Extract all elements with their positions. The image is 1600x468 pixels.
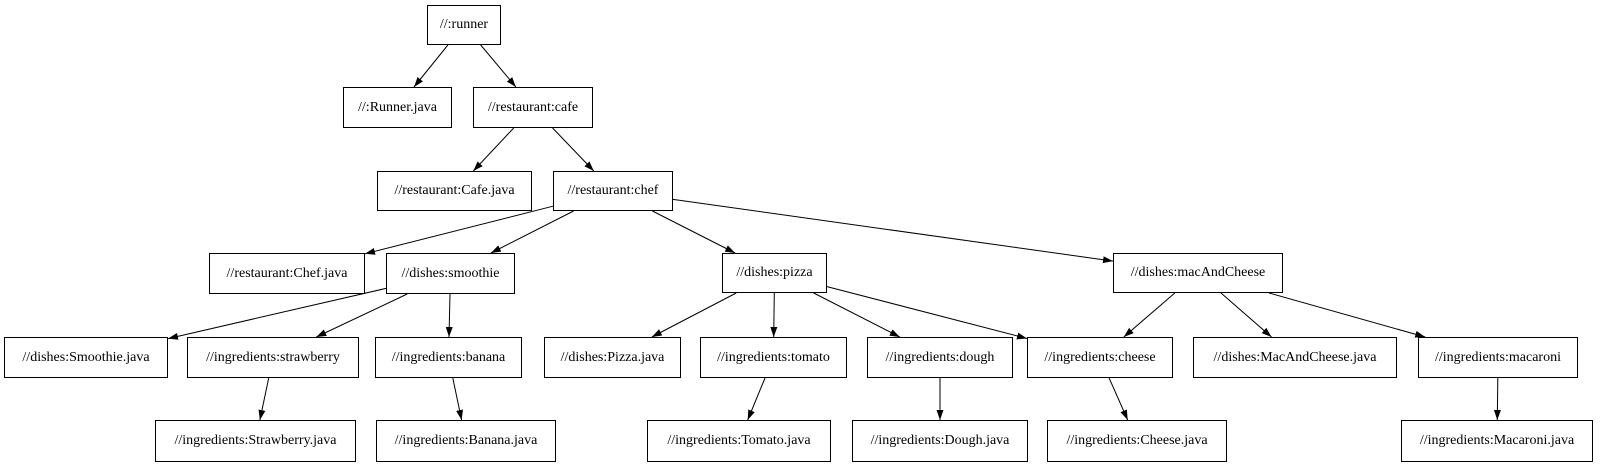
node-label: //:Runner.java xyxy=(358,99,437,115)
node-tomato-java: //ingredients:Tomato.java xyxy=(647,420,831,462)
node-label: //dishes:Smoothie.java xyxy=(22,349,150,365)
node-label: //dishes:Pizza.java xyxy=(560,349,665,365)
node-macaroni-java: //ingredients:Macaroni.java xyxy=(1401,420,1593,462)
node-runner-java: //:Runner.java xyxy=(343,87,452,128)
node-cafe: //restaurant:cafe xyxy=(473,87,593,128)
node-label: //ingredients:cheese xyxy=(1044,349,1156,365)
node-tomato: //ingredients:tomato xyxy=(700,337,847,378)
edge-chef-to-pizza xyxy=(652,210,736,254)
edge-tomato-to-tomato-java xyxy=(747,377,766,421)
node-label: //ingredients:strawberry xyxy=(206,349,340,365)
edge-smoothie-to-strawberry xyxy=(316,293,408,338)
node-strawberry-java: //ingredients:Strawberry.java xyxy=(155,420,356,462)
node-label: //ingredients:Cheese.java xyxy=(1066,433,1208,448)
node-label: //ingredients:Strawberry.java xyxy=(174,433,337,448)
node-label: //:runner xyxy=(439,17,489,32)
node-label: //dishes:macAndCheese xyxy=(1130,265,1266,280)
node-banana: //ingredients:banana xyxy=(375,337,522,378)
edge-pizza-to-pizza-java xyxy=(651,292,737,338)
node-cafe-java: //restaurant:Cafe.java xyxy=(377,171,532,211)
node-label: //ingredients:dough xyxy=(885,349,995,365)
node-pizza: //dishes:pizza xyxy=(722,253,827,293)
node-label: //restaurant:Cafe.java xyxy=(394,183,515,198)
node-label: //ingredients:macaroni xyxy=(1435,349,1561,365)
node-label: //ingredients:Tomato.java xyxy=(667,433,811,448)
edge-chef-to-mac-and-cheese xyxy=(672,198,1114,264)
node-label: //restaurant:chef xyxy=(567,183,659,198)
node-label: //restaurant:Chef.java xyxy=(226,265,348,281)
node-pizza-java: //dishes:Pizza.java xyxy=(544,337,681,378)
node-strawberry: //ingredients:strawberry xyxy=(187,337,359,378)
edge-chef-to-smoothie xyxy=(490,210,574,254)
edge-banana-to-banana-java xyxy=(452,377,463,421)
node-label: //ingredients:Banana.java xyxy=(394,433,538,448)
edge-chef-to-chef-java xyxy=(364,205,554,255)
node-mac-and-cheese: //dishes:macAndCheese xyxy=(1113,253,1283,293)
node-macaroni: //ingredients:macaroni xyxy=(1418,337,1578,378)
edge-cafe-to-chef xyxy=(552,127,595,172)
edge-pizza-to-tomato xyxy=(770,292,778,338)
edge-smoothie-to-banana xyxy=(445,293,453,338)
edge-pizza-to-cheese xyxy=(826,286,1028,340)
node-label: //ingredients:tomato xyxy=(717,349,830,365)
node-chef: //restaurant:chef xyxy=(553,171,673,211)
edge-runner-to-runner-java xyxy=(413,44,449,88)
node-label: //dishes:MacAndCheese.java xyxy=(1213,349,1377,365)
node-dough-java: //ingredients:Dough.java xyxy=(852,420,1028,462)
node-label: //ingredients:Macaroni.java xyxy=(1419,433,1575,448)
edge-mac-and-cheese-to-cheese xyxy=(1123,292,1176,338)
node-cheese: //ingredients:cheese xyxy=(1027,337,1173,378)
node-mac-and-cheese-java: //dishes:MacAndCheese.java xyxy=(1193,337,1397,378)
node-dough: //ingredients:dough xyxy=(867,337,1013,378)
node-chef-java: //restaurant:Chef.java xyxy=(209,253,365,294)
edge-cafe-to-cafe-java xyxy=(472,127,515,172)
edge-strawberry-to-strawberry-java xyxy=(258,377,270,421)
node-label: //ingredients:Dough.java xyxy=(870,433,1010,448)
node-label: //ingredients:banana xyxy=(391,349,506,365)
node-cheese-java: //ingredients:Cheese.java xyxy=(1047,420,1227,462)
node-banana-java: //ingredients:Banana.java xyxy=(376,420,556,462)
node-label: //dishes:smoothie xyxy=(401,265,500,281)
edge-macaroni-to-macaroni-java xyxy=(1493,377,1501,421)
node-label: //restaurant:cafe xyxy=(487,99,579,115)
node-smoothie-java: //dishes:Smoothie.java xyxy=(4,337,168,378)
edge-mac-and-cheese-to-macaroni xyxy=(1268,292,1426,338)
edge-mac-and-cheese-to-mac-and-cheese-java xyxy=(1220,292,1272,338)
node-smoothie: //dishes:smoothie xyxy=(386,253,515,294)
node-label: //dishes:pizza xyxy=(736,265,813,280)
edge-runner-to-cafe xyxy=(480,44,517,88)
edge-smoothie-to-smoothie-java xyxy=(167,287,387,340)
edge-cheese-to-cheese-java xyxy=(1108,377,1129,421)
edge-pizza-to-dough xyxy=(813,292,901,338)
node-runner: //:runner xyxy=(427,5,501,45)
